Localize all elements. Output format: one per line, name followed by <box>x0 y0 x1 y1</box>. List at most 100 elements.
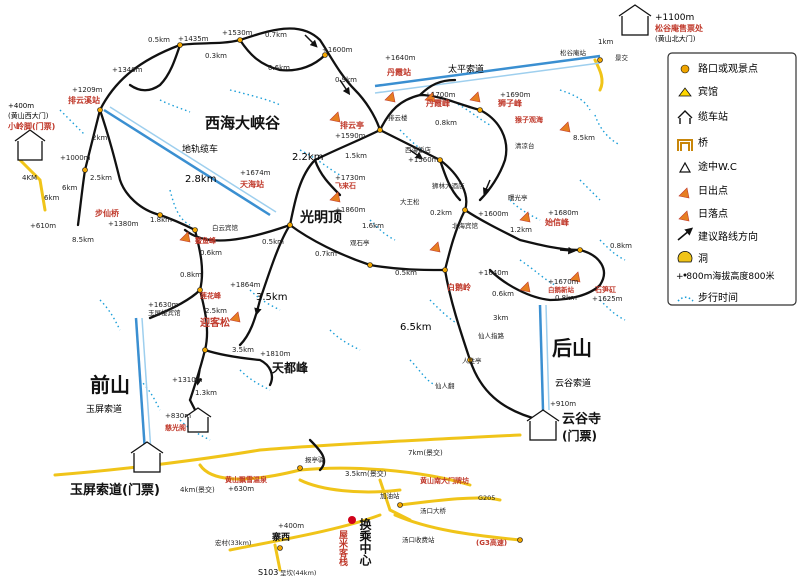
dist-label: 3.5km <box>256 292 287 303</box>
dist-label: +1680m <box>548 209 579 217</box>
place-xianrenzhilu: 仙人指路 <box>478 331 505 340</box>
place-dawangsong: 大王松 <box>400 197 420 206</box>
dist-label: +610m <box>30 222 56 230</box>
dist-label: 1.3km <box>195 389 217 397</box>
place-g205: G205 <box>478 494 495 502</box>
dist-label: +1730m <box>335 174 366 182</box>
place-jianghu: 加油站 <box>380 491 400 500</box>
yuping-cableway-label: 玉屏索道 <box>86 403 122 415</box>
dist-label: 2.2km <box>292 152 323 163</box>
dist-label: 0.5km <box>148 36 170 44</box>
dist-label: 8.5km <box>72 236 94 244</box>
place-baiyun: 白云宾馆 <box>212 223 239 232</box>
place-zhaixi: 寨西 <box>271 531 290 543</box>
ciguangge-house-icon <box>184 407 212 433</box>
legend-label: 日出点 <box>698 184 728 197</box>
legend-label: 建议路线方向 <box>698 230 758 243</box>
legend-sunset-icon <box>678 210 690 222</box>
spot-ciguangge: 慈光阁 <box>165 423 186 432</box>
dist-label: 0.7km <box>315 250 337 258</box>
dist-label: 0.8km <box>435 119 457 127</box>
spot-lianhuafeng: 莲花峰 <box>200 291 222 300</box>
spot-buxianqiao: 步仙桥 <box>95 208 120 218</box>
place-renmenting: 人胜亭 <box>462 356 482 365</box>
tianduifeng-label: 天都峰 <box>272 360 309 375</box>
legend-cave-icon <box>677 250 693 263</box>
dist-label: 0.6km <box>492 290 514 298</box>
spot-paiyunxi: 排云溪站 <box>68 95 100 105</box>
dist-label: 4KM <box>22 174 37 182</box>
west-gate-house-icon <box>14 129 46 161</box>
dist-label: +1674m <box>240 169 271 177</box>
legend-altitude-icon <box>683 273 687 277</box>
legend-label: + 800m海拔高度800米 <box>676 270 775 282</box>
dist-label: 1km <box>598 38 614 46</box>
sunrise-icons <box>179 91 581 323</box>
north-gate-house-icon <box>618 4 652 36</box>
cableways <box>103 54 601 453</box>
spot-shisun: 石笋矼 <box>594 285 616 294</box>
dist-label: +1340m <box>112 66 143 74</box>
transfer-center-label: 换乘中心 <box>358 517 372 567</box>
dist-label: 0.6km <box>200 249 222 257</box>
legend: 路口或观景点 宾馆 缆车站 桥 途中W.C 日出点 日落点 建议路线方向 洞 +… <box>667 52 797 306</box>
legend-arrow-icon <box>677 227 694 241</box>
legend-label: 途中W.C <box>698 160 737 173</box>
back-mountain-label: 后山 <box>552 336 592 360</box>
guangmingding-label: 光明顶 <box>299 209 342 226</box>
west-gate-sub: (黄山西大门) <box>8 111 49 120</box>
legend-label: 桥 <box>698 137 708 149</box>
place-xihai: 西海饭店 <box>405 145 432 154</box>
spot-shizifeng: 狮子峰 <box>497 98 522 108</box>
walk-dotted-lines <box>59 89 626 441</box>
west-gate-alt: +400m <box>8 102 34 110</box>
legend-toilet-icon <box>678 161 692 173</box>
place-yuping-hotel: 玉屏楼宾馆 <box>148 308 181 317</box>
north-gate-name: 松谷庵售票处 <box>655 23 704 33</box>
dist-label: 3km <box>493 314 509 322</box>
spot-hotspring: 黄山飘雪温泉 <box>225 475 268 484</box>
dist-label: 6.5km <box>400 322 431 333</box>
dist-label: 0.8km <box>180 271 202 279</box>
direction-arrows <box>194 34 576 386</box>
legend-label: 宾馆 <box>698 85 718 98</box>
dist-label: 6km <box>44 194 60 202</box>
place-qingliang: 清凉台 <box>515 141 535 150</box>
legend-cablecar-icon <box>677 110 693 124</box>
dist-label: +1640m <box>478 269 509 277</box>
dist-label: 7km(景交) <box>408 448 443 457</box>
dist-label: +1630m <box>148 301 179 309</box>
place-shuguang: 曙光亭 <box>508 193 528 202</box>
dikuai-cableway-label: 地轨缆车 <box>182 143 218 155</box>
dist-label: 2km <box>92 134 108 142</box>
legend-label: 步行时间 <box>698 291 738 304</box>
dist-label: +1380m <box>108 220 139 228</box>
place-tangkou: 汤口大桥 <box>420 506 447 515</box>
dist-label: 3.5km(景交) <box>345 469 387 478</box>
spot-aoyufeng: 鳌鱼峰 <box>195 236 217 245</box>
dist-label: +1640m <box>385 54 416 62</box>
legend-label: 缆车站 <box>698 110 728 123</box>
dist-label: +830m <box>165 412 191 420</box>
legend-bridge-icon <box>677 139 693 151</box>
dist-label: 0.6km <box>268 64 290 72</box>
front-mountain-label: 前山 <box>90 373 130 397</box>
legend-label: 洞 <box>698 253 708 265</box>
dist-label: +400m <box>278 522 304 530</box>
taiping-cableway-label: 太平索道 <box>448 63 484 75</box>
dist-label: 2.8km <box>185 174 216 185</box>
spot-baieling: 白鹅岭 <box>447 282 471 292</box>
spot-danxia: 丹霞站 <box>386 67 411 77</box>
dist-label: +1560m <box>408 156 439 164</box>
dist-label: +1600m <box>322 46 353 54</box>
spot-houziguanhai: 猴子观海 <box>515 115 543 124</box>
dist-label: 1.6km <box>362 222 384 230</box>
legend-sunrise-icon <box>678 187 690 199</box>
spot-paiyunting: 排云亭 <box>340 120 364 130</box>
legend-label: 路口或观景点 <box>698 62 758 75</box>
yungu-temple-label: 云谷寺 <box>562 411 601 427</box>
dist-label: +1590m <box>335 132 366 140</box>
dist-label: +1810m <box>260 350 291 358</box>
hotel-label: 屋米客栈 <box>337 530 349 567</box>
